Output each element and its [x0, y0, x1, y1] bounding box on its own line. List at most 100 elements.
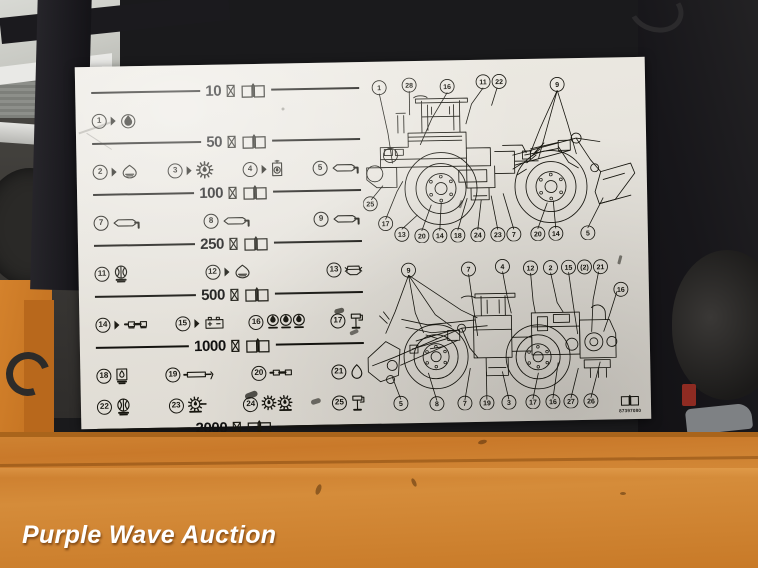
flow-arrow-icon: [110, 115, 117, 126]
flow-arrow-icon: [193, 317, 200, 328]
hourglass-icon: [226, 84, 235, 97]
svg-text:13: 13: [398, 232, 406, 239]
svg-text:12: 12: [527, 265, 535, 272]
hourglass-icon: [230, 288, 239, 301]
machine-body-highlight: [0, 468, 758, 478]
maintenance-item-11: 11: [94, 264, 129, 283]
svg-text:17: 17: [382, 221, 390, 228]
rule-right: [271, 87, 360, 91]
svg-text:25: 25: [366, 201, 374, 208]
interval-hours: 100: [199, 184, 224, 202]
item-spacer: [129, 375, 165, 376]
fluid-reservoir-icon: [233, 263, 251, 279]
maintenance-item-7: 7: [93, 215, 141, 231]
item-number-bubble: 19: [165, 366, 181, 383]
svg-text:15: 15: [565, 265, 573, 272]
rule-left: [94, 294, 197, 298]
item-number-bubble: 20: [251, 365, 267, 381]
rule-right: [275, 342, 364, 346]
driveshaft-grease-icon: [123, 318, 151, 331]
open-book-icon: [245, 336, 271, 353]
maintenance-item-20: 20: [251, 365, 295, 381]
rule-left: [93, 192, 195, 196]
maintenance-item-21: 21: [331, 362, 364, 380]
rule-left: [93, 243, 196, 247]
svg-text:21: 21: [597, 264, 605, 271]
item-number-bubble: 17: [330, 312, 346, 329]
interval-items-row: 14 15 16 17: [95, 307, 363, 338]
hydraulic-cylinder-icon: [183, 367, 215, 381]
item-number-bubble: 21: [331, 363, 347, 380]
air-filter-icon: [112, 264, 129, 283]
item-number-bubble: 12: [204, 264, 221, 280]
svg-text:5: 5: [586, 230, 590, 237]
sight-glass-level-icon: [270, 159, 283, 177]
svg-text:17: 17: [529, 399, 537, 406]
triple-oil-change-icon: [267, 312, 307, 331]
svg-text:18: 18: [454, 233, 462, 240]
item-spacer: [132, 406, 169, 407]
maintenance-item-3: 3: [167, 161, 214, 180]
item-spacer: [252, 219, 314, 220]
hourglass-icon: [231, 339, 240, 352]
open-book-icon: [244, 285, 270, 302]
interval-header-250h: 250: [93, 231, 362, 256]
flow-arrow-icon: [223, 266, 230, 277]
flow-arrow-icon: [113, 319, 120, 330]
air-filter-icon: [115, 397, 132, 416]
svg-text:2: 2: [548, 265, 552, 272]
maintenance-item-17: 17: [330, 312, 363, 330]
item-number-bubble: 3: [167, 162, 183, 179]
item-number-bubble: 16: [248, 314, 264, 330]
svg-text:22: 22: [495, 79, 503, 86]
rule-right: [274, 291, 363, 295]
svg-text:16: 16: [549, 399, 557, 406]
svg-text:26: 26: [587, 398, 595, 405]
dual-gear-oil-icon: [261, 394, 295, 413]
interval-items-row: 18 19 20 21: [96, 358, 364, 389]
item-number-bubble: 4: [242, 161, 258, 177]
svg-text:16: 16: [443, 84, 451, 91]
interval-header-1000h: 1000: [95, 333, 364, 358]
item-number-bubble: 14: [95, 317, 111, 333]
svg-text:7: 7: [466, 267, 470, 274]
svg-text:23: 23: [494, 232, 502, 239]
maintenance-item-15: 15: [174, 315, 225, 331]
svg-text:11: 11: [479, 79, 487, 86]
svg-text:27: 27: [567, 399, 575, 406]
grease-gun-icon: [331, 212, 361, 226]
item-spacer: [207, 404, 244, 405]
gear-oil-icon: [195, 161, 214, 179]
driveshaft-icon: [269, 366, 295, 378]
flow-arrow-icon: [111, 166, 118, 177]
machine-rear-tire: [672, 250, 758, 400]
svg-text:28: 28: [405, 83, 413, 90]
battery-icon: [203, 316, 225, 330]
interval-items-row: 1: [91, 103, 359, 134]
rule-right: [273, 189, 362, 193]
item-spacer: [215, 373, 251, 374]
item-number-bubble: 5: [312, 160, 328, 176]
part-number-block: 87397080: [619, 394, 641, 413]
item-number-bubble: 18: [96, 368, 112, 384]
flow-arrow-icon: [186, 165, 193, 176]
oil-drop-fill-icon: [120, 112, 137, 129]
item-spacer: [139, 171, 168, 172]
svg-text:9: 9: [555, 82, 559, 89]
fuel-filter-icon: [350, 393, 365, 411]
maintenance-item-1: 1: [91, 112, 137, 130]
interval-hours: 250: [200, 235, 225, 253]
svg-text:4: 4: [500, 264, 504, 271]
grease-gun-icon: [221, 214, 251, 228]
item-spacer: [142, 221, 204, 222]
